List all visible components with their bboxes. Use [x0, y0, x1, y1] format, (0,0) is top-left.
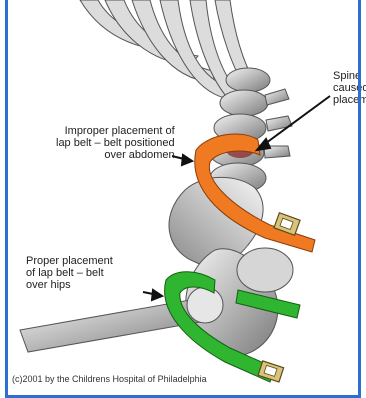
copyright-notice: (c)2001 by the Childrens Hospital of Phi… — [12, 374, 207, 384]
improper-label-line-2: lap belt – belt positioned — [56, 137, 175, 149]
proper-label-line-2: of lap belt – belt — [26, 267, 113, 279]
proper-arrowhead — [152, 290, 162, 300]
proper-label-line-3: over hips — [26, 279, 113, 291]
spine-label-line-1: Spine — [333, 70, 366, 82]
spine-injury-label: Spine caused placeme — [333, 70, 366, 106]
improper-label-line-1: Improper placement of — [56, 125, 175, 137]
spine-label-line-3: placeme — [333, 94, 366, 106]
proper-placement-label: Proper placement of lap belt – belt over… — [26, 255, 113, 291]
femur — [20, 287, 223, 352]
proper-label-line-1: Proper placement — [26, 255, 113, 267]
improper-label-line-3: over abdomen — [56, 149, 175, 161]
improper-arrowhead — [182, 155, 192, 165]
spine-label-line-2: caused — [333, 82, 366, 94]
improper-placement-label: Improper placement of lap belt – belt po… — [56, 125, 175, 161]
